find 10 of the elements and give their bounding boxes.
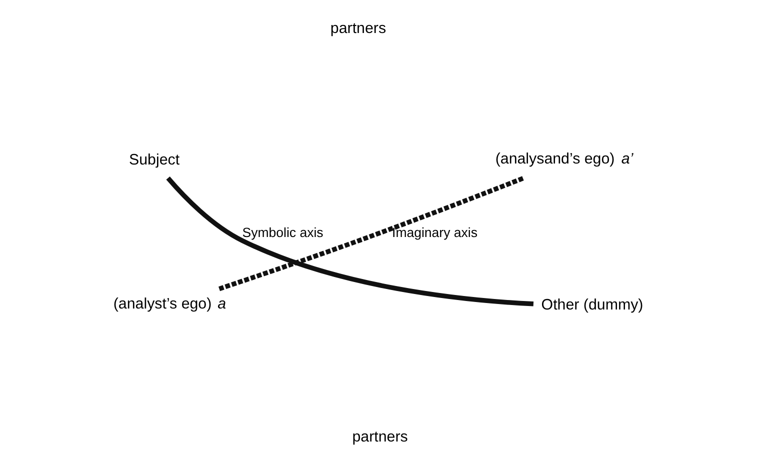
edge-label: Symbolic axis xyxy=(242,225,324,240)
connector xyxy=(166,176,534,306)
node-text: (analysand’s ego) a’ xyxy=(495,150,634,168)
label: partners xyxy=(330,20,386,37)
node-text: Other (dummy) xyxy=(541,296,644,314)
connector xyxy=(218,176,524,292)
node-text: (analyst’s ego) a xyxy=(113,296,226,313)
node-text: Subject xyxy=(129,152,180,169)
label: partners xyxy=(352,428,408,446)
edge-label: Imaginary axis xyxy=(392,225,478,240)
